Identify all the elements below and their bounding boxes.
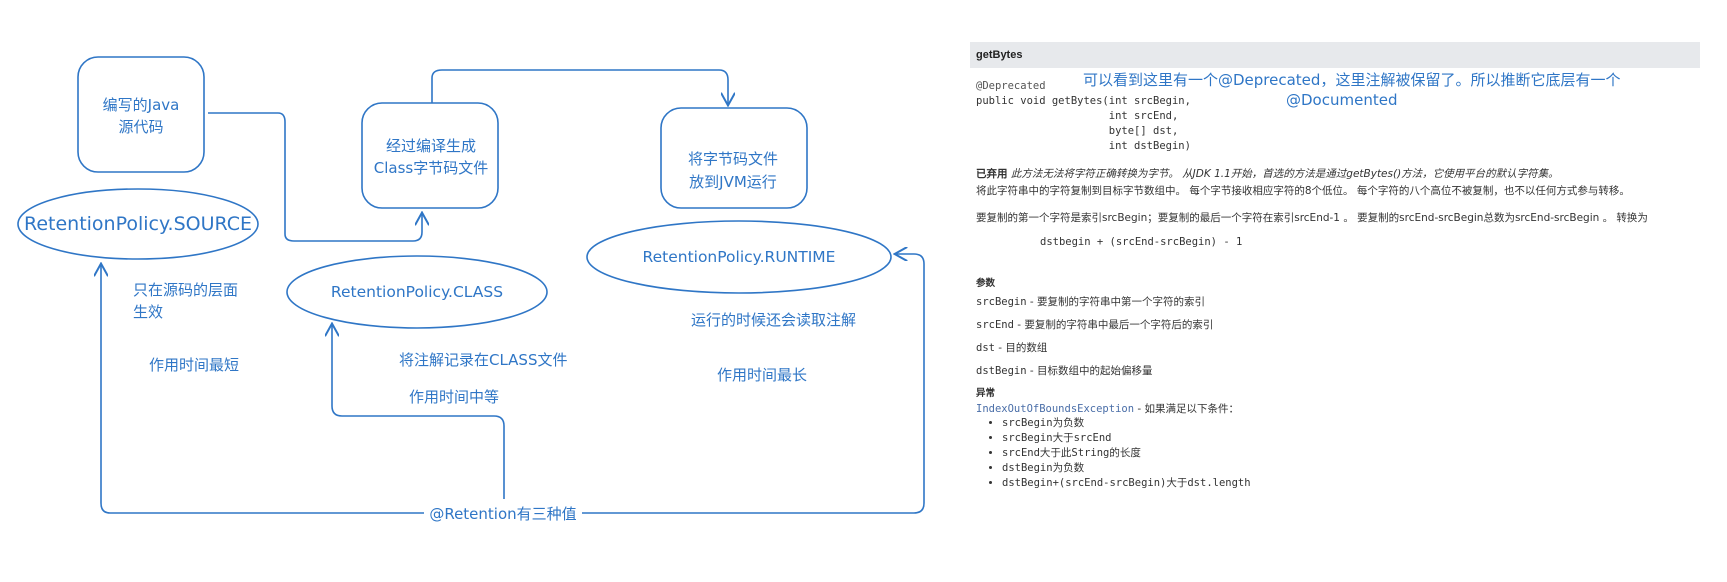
retention-to-runtime-arrow xyxy=(582,254,925,514)
source-to-class-arrow xyxy=(208,112,422,242)
deprecated-label: 已弃用 xyxy=(976,168,1008,180)
deprecated-text: 此方法无法将字符正确转换为字节。 从JDK 1.1开始，首选的方法是通过getB… xyxy=(1010,168,1559,180)
class-record-note: 将注解记录在CLASS文件 xyxy=(399,351,567,369)
param-desc: - 目的数组 xyxy=(994,342,1048,354)
description-1: 将此字符串中的字符复制到目标字节数组中。 每个字节接收相应字符的8个低位。 每个… xyxy=(976,185,1630,197)
runtime-read-note: 运行的时候还会读取注解 xyxy=(691,311,856,329)
retention-label: @Retention有三种值 xyxy=(429,505,576,523)
runtime-policy-label: RetentionPolicy.RUNTIME xyxy=(643,248,836,266)
retention-to-class-arrow xyxy=(332,325,505,499)
class-file-label-1: 经过编译生成 xyxy=(386,137,476,155)
signature-line-4: int dstBegin) xyxy=(976,140,1191,152)
source-time-note: 作用时间最短 xyxy=(149,356,239,374)
class-to-jvm-arrow xyxy=(431,69,728,104)
jvm-run-box xyxy=(660,107,808,209)
runtime-time-note: 作用时间最长 xyxy=(717,366,807,384)
signature-line-2: int srcEnd, xyxy=(976,110,1179,122)
jvm-run-label-1: 将字节码文件 xyxy=(688,150,778,168)
exception-name: IndexOutOfBoundsException xyxy=(976,403,1135,415)
formula: dstbegin + (srcEnd-srcBegin) - 1 xyxy=(1040,236,1243,248)
retention-to-source-arrow xyxy=(101,265,424,514)
param-srcbegin: srcBegin - 要复制的字符串中第一个字符的索引 xyxy=(976,294,1205,309)
exception-desc: - 如果满足以下条件： xyxy=(1134,403,1240,415)
class-file-box xyxy=(361,102,499,209)
class-time-note: 作用时间中等 xyxy=(409,388,499,406)
annotation-note-line-1: 可以看到这里有一个@Deprecated，这里注解被保留了。所以推断它底层有一个 xyxy=(1083,71,1621,89)
annotation-note-line-2: @Documented xyxy=(1286,91,1398,109)
source-effect-note-2: 生效 xyxy=(133,303,163,321)
list-item: srcEnd大于此String的长度 xyxy=(1002,446,1251,461)
class-file-label-2: Class字节码文件 xyxy=(374,159,488,177)
jvm-run-label-2: 放到JVM运行 xyxy=(689,173,777,191)
method-title: getBytes xyxy=(970,42,1700,68)
source-policy-label: RetentionPolicy.SOURCE xyxy=(24,213,252,235)
list-item: srcBegin大于srcEnd xyxy=(1002,431,1251,446)
source-effect-note-1: 只在源码的层面 xyxy=(133,281,238,299)
deprecated-block: 已弃用 此方法无法将字符正确转换为字节。 从JDK 1.1开始，首选的方法是通过… xyxy=(976,166,1559,181)
class-policy-ellipse xyxy=(286,255,548,329)
java-source-box xyxy=(77,56,205,173)
java-source-label-1: 编写的Java xyxy=(103,96,180,114)
exception-line: IndexOutOfBoundsException - 如果满足以下条件： xyxy=(976,401,1239,416)
signature-line-3: byte[] dst, xyxy=(976,125,1179,137)
condition-list: srcBegin为负数 srcBegin大于srcEnd srcEnd大于此St… xyxy=(976,416,1251,491)
param-name: srcBegin xyxy=(976,296,1027,308)
param-srcend: srcEnd - 要复制的字符串中最后一个字符后的索引 xyxy=(976,317,1213,332)
param-desc: - 要复制的字符串中最后一个字符后的索引 xyxy=(1013,319,1214,331)
java-source-label-2: 源代码 xyxy=(118,118,163,136)
retention-diagram: 编写的Java 源代码 经过编译生成 Class字节码文件 将字节码文件 放到J… xyxy=(17,56,925,523)
list-item: dstBegin+(srcEnd-srcBegin)大于dst.length xyxy=(1002,476,1251,491)
list-item: srcBegin为负数 xyxy=(1002,416,1251,431)
param-name: dst xyxy=(976,342,995,354)
signature-line-1: public void getBytes(int srcBegin, xyxy=(976,95,1191,107)
param-dstbegin: dstBegin - 目标数组中的起始偏移量 xyxy=(976,363,1153,378)
param-name: dstBegin xyxy=(976,365,1027,377)
throws-title: 异常 xyxy=(976,388,996,399)
class-policy-label: RetentionPolicy.CLASS xyxy=(331,283,503,301)
params-title: 参数 xyxy=(976,278,996,289)
list-item: dstBegin为负数 xyxy=(1002,461,1251,476)
param-desc: - 目标数组中的起始偏移量 xyxy=(1026,365,1153,377)
param-name: srcEnd xyxy=(976,319,1014,331)
description-2: 要复制的第一个字符是索引srcBegin；要复制的最后一个字符在索引srcEnd… xyxy=(976,212,1648,224)
param-dst: dst - 目的数组 xyxy=(976,340,1047,355)
javadoc-panel: getBytes @Deprecated public void getByte… xyxy=(970,42,1710,502)
deprecated-annotation: @Deprecated xyxy=(976,80,1046,92)
runtime-policy-ellipse xyxy=(586,220,892,294)
param-desc: - 要复制的字符串中第一个字符的索引 xyxy=(1026,296,1206,308)
source-policy-ellipse xyxy=(17,188,259,260)
